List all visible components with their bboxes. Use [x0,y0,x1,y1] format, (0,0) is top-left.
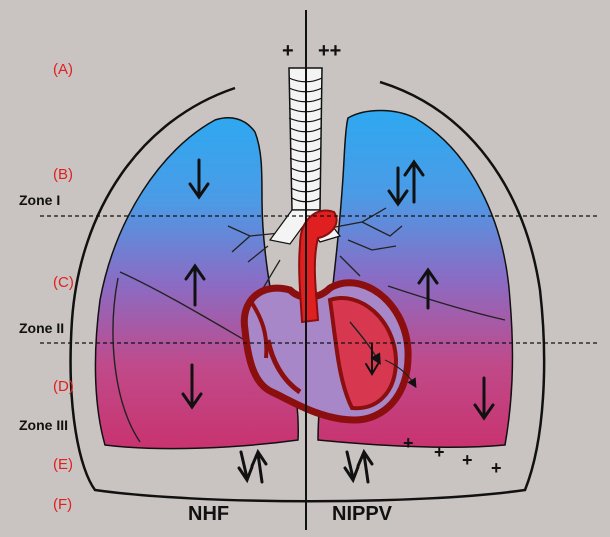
nippv-arrows [345,452,372,482]
letter-c: (C) [53,274,74,291]
zone-2-label: Zone II [19,320,64,336]
top-mark-right: ++ [318,40,341,62]
nhf-label: NHF [188,503,229,525]
letter-e: (E) [53,456,73,473]
diaphragm-plus-3: + [462,450,473,470]
nippv-label: NIPPV [332,503,393,525]
letter-f: (F) [53,496,72,513]
letter-b: (B) [53,166,73,183]
diaphragm-plus-4: + [491,458,502,478]
zone-3-label: Zone III [19,417,68,433]
nhf-arrows [239,452,266,482]
top-mark-left: + [282,40,294,62]
letter-a: (A) [53,61,73,78]
diaphragm-plus-1: + [403,433,414,453]
diaphragm-plus-2: + [434,442,445,462]
letter-d: (D) [53,378,74,395]
zone-1-label: Zone I [19,192,60,208]
